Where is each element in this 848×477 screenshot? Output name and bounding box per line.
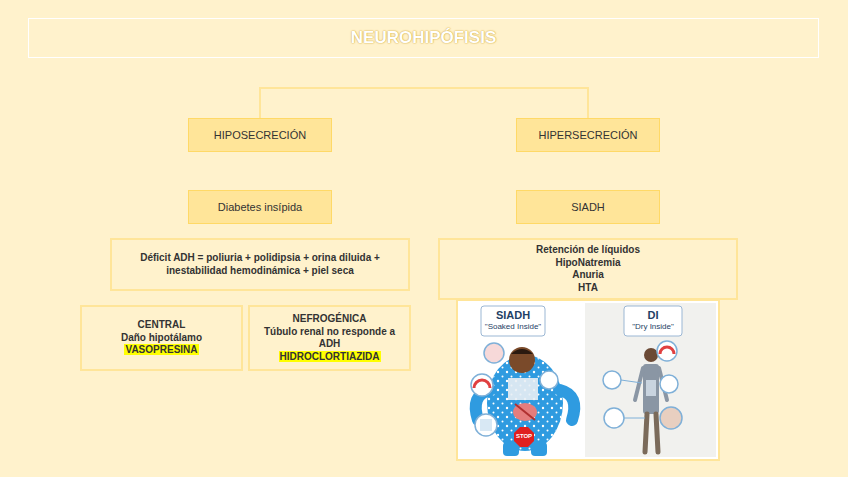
text-line: Déficit ADH = poliuria + polidipsia + or… [120,252,400,277]
node-text: Déficit ADH = poliuria + polidipsia + or… [140,252,380,276]
title-band: NEUROHIPÓFISIS [28,18,819,58]
node-text: HipoNatremia [555,257,620,268]
di-frame [624,306,682,336]
text-line: HIDROCLORTIAZIDA [279,351,381,364]
node-text: CENTRAL [138,319,186,330]
text-line: NEFROGÉNICA [293,313,367,326]
tree-connector [260,88,588,118]
category-box: Diabetes insípida [188,190,332,224]
illustration-label: "Dry Inside" [624,322,682,331]
text-line: HIPOSECRECIÓN [214,129,306,141]
text-line: HTA [578,282,598,295]
node-text: Túbulo renal no responde a ADH [264,326,395,350]
di-figure [603,341,682,452]
category-box: SIADH [516,190,660,224]
node-text: Anuria [572,269,604,280]
node-text: HIPERSECRECIÓN [538,129,637,141]
illustration-label: DI [624,309,682,321]
siadh-frame [481,306,545,336]
node-text: NEFROGÉNICA [293,313,367,324]
category-box: HIPERSECRECIÓN [516,118,660,152]
info-box: Retención de líquidosHipoNatremiaAnuriaH… [438,238,738,300]
node-text: Retención de líquidos [536,244,640,255]
illustration-label: "Soaked Inside" [481,322,545,331]
category-box: HIPOSECRECIÓN [188,118,332,152]
illustration-label: STOP [514,433,534,439]
highlighted-text: VASOPRESINA [124,344,198,355]
node-text: Daño hipotálamo [121,332,202,343]
illustration-label: SIADH [481,309,545,321]
info-box: NEFROGÉNICA Túbulo renal no responde a AD… [248,305,411,371]
text-line: HipoNatremia [555,257,620,270]
image-panel [457,300,719,460]
text-line: Anuria [572,269,604,282]
node-text: HTA [578,282,598,293]
text-line: VASOPRESINA [124,344,198,357]
info-box: CENTRAL Daño hipotálamoVASOPRESINA [80,305,243,371]
node-text: HIPOSECRECIÓN [214,129,306,141]
highlighted-text: HIDROCLORTIAZIDA [279,351,381,362]
text-line: Daño hipotálamo [121,332,202,345]
text-line: Diabetes insípida [218,201,302,213]
di-background [585,303,716,457]
title-text: NEUROHIPÓFISIS [351,28,496,48]
text-line: Retención de líquidos [536,244,640,257]
text-line: CENTRAL [138,319,186,332]
siadh-figure [471,343,574,456]
text-line: Túbulo renal no responde a ADH [258,326,401,351]
text-line: HIPERSECRECIÓN [538,129,637,141]
info-box: Déficit ADH = poliuria + polidipsia + or… [110,238,410,291]
text-line: SIADH [571,201,605,213]
node-text: Diabetes insípida [218,201,302,213]
node-text: SIADH [571,201,605,213]
